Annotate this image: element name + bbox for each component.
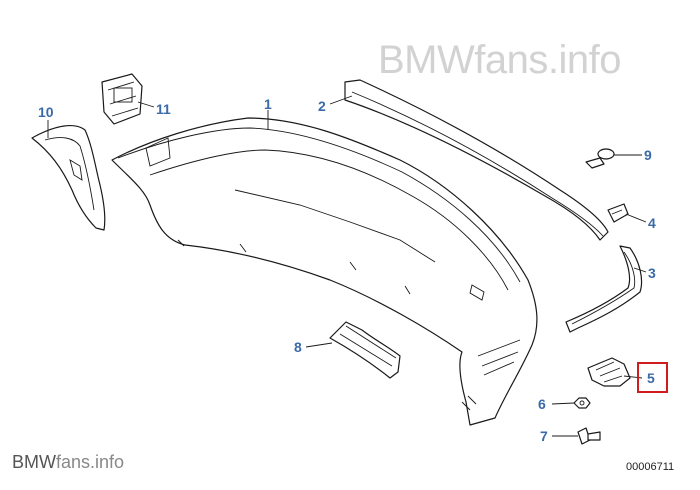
part-7-screw bbox=[577, 427, 601, 445]
diagram-id: 00006711 bbox=[626, 461, 675, 473]
callout-6: 6 bbox=[538, 396, 546, 412]
callout-2: 2 bbox=[318, 98, 326, 114]
callout-leader-lines bbox=[47, 95, 647, 437]
part-11-mounting-bracket bbox=[101, 73, 143, 125]
part-10-side-bracket bbox=[31, 124, 106, 231]
footer-brand: BMWfans.info bbox=[12, 452, 125, 472]
highlight-box-part-5 bbox=[637, 362, 668, 393]
callout-7: 7 bbox=[540, 428, 548, 444]
part-2-trim-strip bbox=[344, 79, 609, 241]
callout-3: 3 bbox=[648, 265, 656, 281]
callout-1: 1 bbox=[264, 96, 272, 112]
part-9-cable-tie bbox=[585, 148, 615, 169]
part-1-bumper-cover bbox=[111, 117, 538, 426]
watermark-brand: BMWfans.info bbox=[378, 38, 621, 82]
part-8-reflector-holder bbox=[329, 321, 401, 379]
callout-4: 4 bbox=[648, 215, 656, 231]
part-6-nut bbox=[573, 397, 591, 409]
callout-9: 9 bbox=[644, 147, 652, 163]
part-5-bracket bbox=[587, 357, 631, 387]
part-3-side-trim bbox=[565, 245, 643, 333]
callout-10: 10 bbox=[38, 104, 54, 120]
callout-5: 5 bbox=[647, 370, 655, 386]
callout-8: 8 bbox=[294, 339, 302, 355]
part-4-clip bbox=[607, 203, 629, 223]
callout-11: 11 bbox=[156, 101, 171, 117]
